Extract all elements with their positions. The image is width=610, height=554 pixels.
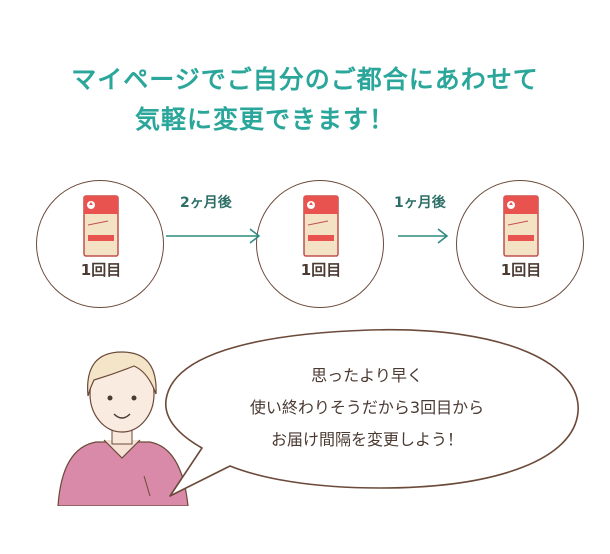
person-illustration <box>57 351 189 506</box>
arrow-right-icon <box>398 228 449 244</box>
interval-label-2: 1ヶ月後 <box>394 195 446 211</box>
speech-line-3: お届け間隔を変更しよう！ <box>270 430 463 449</box>
step-circle-1: 1回目 <box>36 180 164 308</box>
headline-line-2: 気軽に変更できます！ <box>134 105 395 134</box>
step-label: 1回目 <box>300 261 342 279</box>
interval-label-1: 2ヶ月後 <box>180 195 232 211</box>
step-circle-2: 1回目 <box>256 180 384 308</box>
speech-line-1: 思ったより早く <box>311 366 423 385</box>
step-label: 1回目 <box>80 261 122 279</box>
speech-text: 思ったより早く 使い終わりそうだから3回目から お届け間隔を変更しよう！ <box>172 360 562 456</box>
product-package-icon <box>83 195 119 257</box>
arrow-right-icon <box>166 228 261 244</box>
step-label: 1回目 <box>500 261 542 279</box>
speech-line-2: 使い終わりそうだから3回目から <box>249 398 485 417</box>
product-package-icon <box>503 195 539 257</box>
headline-line-1: マイページでご自分のご都合にあわせて <box>71 65 539 94</box>
product-package-icon <box>303 195 339 257</box>
step-circle-3: 1回目 <box>456 180 584 308</box>
speech-bubble <box>164 328 579 497</box>
